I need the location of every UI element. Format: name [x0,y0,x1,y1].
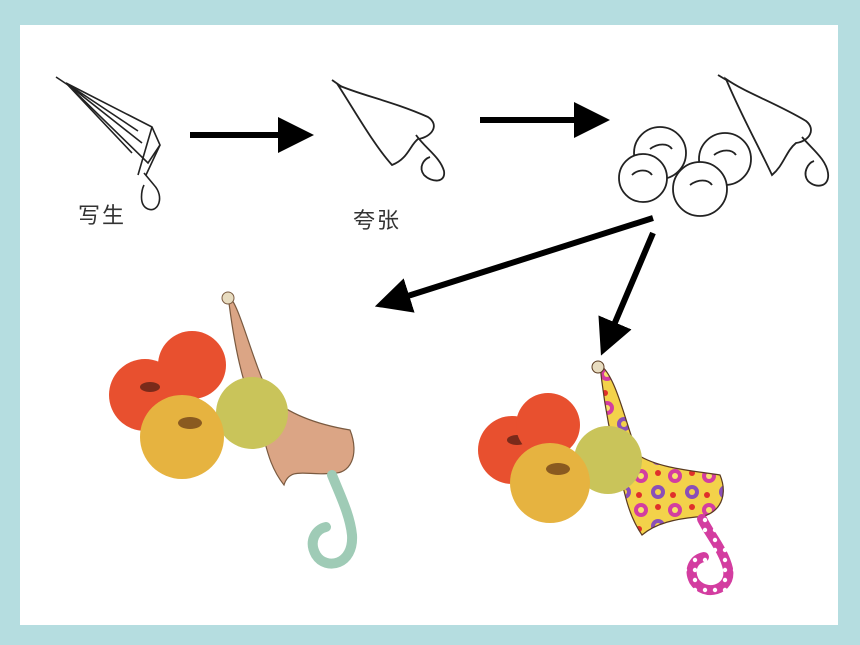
arrow-icon [374,215,654,313]
label-exaggerate: 夸张 [353,209,402,234]
apples-umbrella-sketch-icon [618,74,829,217]
exaggerated-umbrella-icon [331,79,445,182]
colored-apples-umbrella-plain [109,291,358,569]
sketch-umbrella-icon [55,76,161,211]
diagram-svg [55,74,829,595]
label-sketch: 写生 [78,204,127,229]
colored-apples-umbrella-patterned [478,360,734,595]
slide-canvas: 写生 夸张 [20,25,838,625]
arrow-icon [598,231,656,356]
